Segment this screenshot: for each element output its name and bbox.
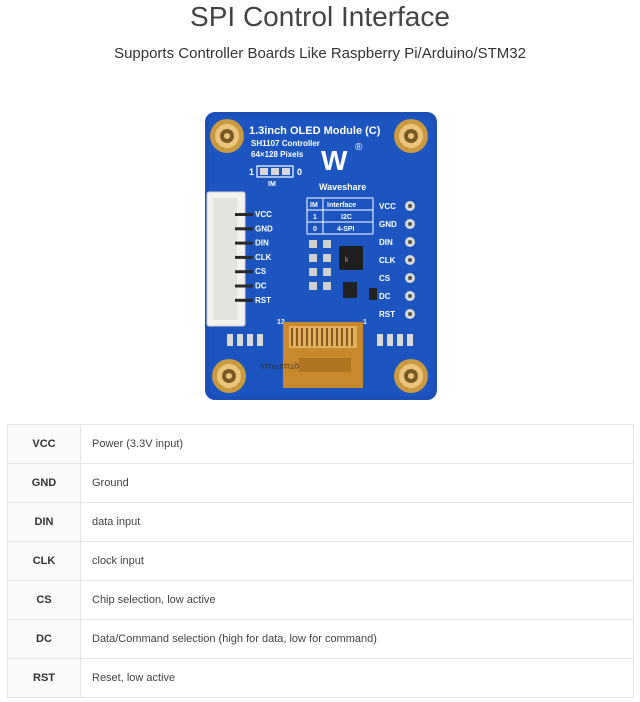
pin-description-cell: Power (3.3V input) — [80, 424, 634, 464]
module-name: 1.3inch OLED Module (C) — [249, 125, 381, 137]
mounting-hole-top-right — [394, 119, 428, 153]
left-pin-label-gnd: GND — [255, 224, 273, 233]
mounting-hole-bottom-left — [212, 359, 246, 393]
page-title: SPI Control Interface — [190, 1, 450, 32]
right-pin-label-rst: RST — [379, 310, 395, 319]
left-pin-dc — [235, 284, 253, 288]
left-pin-clk — [235, 255, 253, 259]
right-pin-label-gnd: GND — [379, 220, 397, 229]
left-pin-gnd — [235, 227, 253, 231]
right-pin-label-cs: CS — [379, 274, 391, 283]
left-pin-cs — [235, 270, 253, 274]
waveshare-logo: W — [321, 145, 348, 176]
page-subtitle: Supports Controller Boards Like Raspberr… — [114, 45, 526, 62]
pin-description-cell: Reset, low active — [80, 658, 634, 698]
left-pin-vcc — [235, 213, 253, 216]
pin-description-cell: Data/Command selection (high for data, l… — [80, 619, 634, 659]
pin-description-cell: clock input — [80, 541, 634, 581]
mode-row-2-im: 0 — [313, 226, 317, 233]
left-pin-din — [235, 241, 253, 245]
pin-name-cell: DC — [7, 619, 81, 659]
pin-name-cell: CS — [7, 580, 81, 620]
left-pin-rst — [235, 298, 253, 302]
right-pin-label-vcc: VCC — [379, 202, 396, 211]
jumper-right-label: 0 — [297, 167, 302, 177]
jumper-left-label: 1 — [249, 167, 254, 177]
right-pin-labels: VCC GND DIN CLK CS DC RST — [379, 201, 415, 319]
left-pin-label-clk: CLK — [255, 253, 272, 262]
mode-row-2-interface: 4-SPI — [337, 226, 355, 233]
mounting-hole-top-left — [210, 119, 244, 153]
mode-row-1-im: 1 — [313, 214, 317, 221]
pin-description-cell: Chip selection, low active — [80, 580, 634, 620]
left-pin-labels: VCC GND DIN CLK CS DC RST — [235, 210, 273, 305]
pin-description-cell: Ground — [80, 463, 634, 503]
mounting-hole-bottom-right — [394, 359, 428, 393]
fpc-right-number: 1 — [363, 319, 367, 326]
controller-label: SH1107 Controller — [251, 139, 320, 148]
pin-name-cell: GND — [7, 463, 81, 503]
mode-row-1-interface: I2C — [341, 214, 352, 221]
jumper-im-label: IM — [268, 181, 276, 188]
pixels-label: 64×128 Pixels — [251, 150, 304, 159]
pin-name-cell: RST — [7, 658, 81, 698]
oled-module-photo: 1.3inch OLED Module (C) SH1107 Controlle… — [205, 112, 437, 400]
left-pin-label-vcc: VCC — [255, 210, 272, 219]
mode-header-im: IM — [310, 202, 318, 209]
im-jumper — [256, 165, 294, 178]
right-pin-label-clk: CLK — [379, 256, 396, 265]
left-pin-label-rst: RST — [255, 296, 271, 305]
left-pin-label-din: DIN — [255, 239, 269, 248]
ic-chip — [339, 246, 363, 270]
pin-description-cell: data input — [80, 502, 634, 542]
fpc-code: QT1107P11A — [260, 362, 299, 369]
pin-name-cell: CLK — [7, 541, 81, 581]
mode-table — [306, 197, 374, 235]
right-pin-label-din: DIN — [379, 238, 393, 247]
svg-text:k: k — [345, 257, 349, 264]
left-pin-label-dc: DC — [255, 282, 267, 291]
mode-header-interface: Interface — [327, 202, 356, 209]
right-pin-label-dc: DC — [379, 292, 391, 301]
pin-name-cell: DIN — [7, 502, 81, 542]
pin-name-cell: VCC — [7, 424, 81, 464]
fpc-left-number: 13 — [277, 319, 285, 326]
brand-name: Waveshare — [319, 182, 366, 192]
left-pin-label-cs: CS — [255, 267, 267, 276]
registered-mark: ® — [355, 142, 363, 153]
